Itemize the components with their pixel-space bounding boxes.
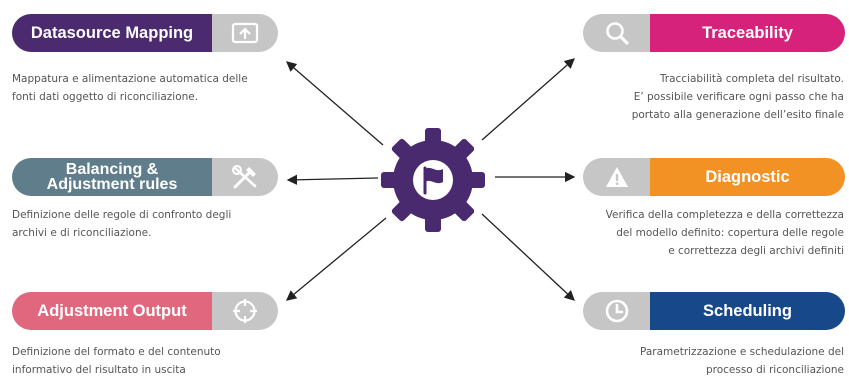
- adjustment-output-pill[interactable]: Adjustment Output: [12, 292, 278, 330]
- arrow-to-scheduling: [481, 213, 575, 301]
- scheduling-title: Scheduling: [650, 292, 845, 330]
- diagnostic-description: Verifica della completezza e della corre…: [605, 209, 844, 257]
- magnifier-icon: [583, 14, 650, 52]
- diagnostic-pill[interactable]: Diagnostic: [583, 158, 845, 196]
- scheduling-pill[interactable]: Scheduling: [583, 292, 845, 330]
- tools-icon: [212, 158, 278, 196]
- datasource-mapping-pill[interactable]: Datasource Mapping: [12, 14, 278, 52]
- balancing-rules-description: Definizione delle regole di confronto de…: [12, 209, 232, 239]
- traceability-pill[interactable]: Traceability: [583, 14, 845, 52]
- traceability-description: Tracciabilità completa del risultato. E’…: [631, 73, 844, 121]
- arrow-to-adjustment-output: [285, 217, 387, 301]
- arrow-to-datasource-mapping: [286, 61, 384, 146]
- upload-box-icon: [212, 14, 278, 52]
- datasource-mapping-title: Datasource Mapping: [12, 14, 212, 52]
- adjustment-output-title: Adjustment Output: [12, 292, 212, 330]
- adjustment-output-description: Definizione del formato e del contenuto …: [12, 346, 221, 376]
- warning-icon: [583, 158, 650, 196]
- arrow-to-traceability: [481, 58, 575, 141]
- flag-in-gear-icon: [381, 128, 485, 232]
- diagnostic-title: Diagnostic: [650, 158, 845, 196]
- traceability-title: Traceability: [650, 14, 845, 52]
- crosshair-icon: [212, 292, 278, 330]
- balancing-rules-pill[interactable]: Balancing & Adjustment rules: [12, 158, 278, 196]
- datasource-mapping-description: Mappatura e alimentazione automatica del…: [12, 73, 248, 103]
- balancing-rules-title: Balancing & Adjustment rules: [12, 158, 212, 196]
- arrow-to-balancing-rules: [286, 174, 379, 185]
- clock-icon: [583, 292, 650, 330]
- scheduling-description: Parametrizzazione e schedulazione del pr…: [639, 346, 844, 376]
